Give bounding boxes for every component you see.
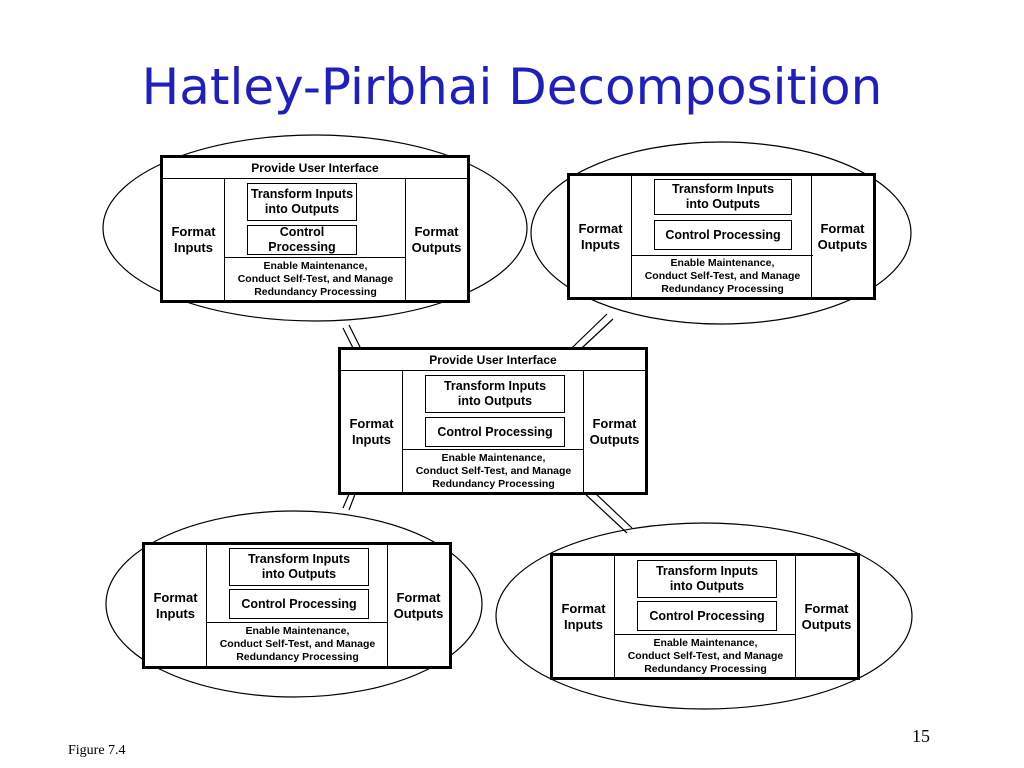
slide-title: Hatley-Pirbhai Decomposition bbox=[141, 58, 883, 116]
transform-box: Transform Inputs into Outputs bbox=[247, 183, 357, 221]
format-outputs-label: Format Outputs bbox=[817, 220, 868, 252]
transform-box: Transform Inputs into Outputs bbox=[229, 548, 369, 586]
architecture-template-bottom-right: Format Inputs Format Outputs Transform I… bbox=[550, 553, 860, 680]
template-header: Provide User Interface bbox=[341, 350, 645, 371]
maintenance-block: Enable Maintenance, Conduct Self-Test, a… bbox=[207, 622, 388, 666]
format-outputs-label: Format Outputs bbox=[801, 600, 852, 632]
format-outputs-block: Format Outputs bbox=[795, 556, 857, 677]
ellipse-bottom-right bbox=[495, 522, 913, 710]
format-inputs-label: Format Inputs bbox=[561, 600, 606, 632]
template-header: Provide User Interface bbox=[163, 158, 467, 179]
format-inputs-label: Format Inputs bbox=[578, 220, 623, 252]
figure-label: Figure 7.4 bbox=[68, 743, 126, 758]
format-outputs-label: Format Outputs bbox=[411, 223, 462, 255]
format-inputs-block: Format Inputs bbox=[570, 176, 632, 297]
format-outputs-block: Format Outputs bbox=[405, 179, 467, 300]
architecture-template-center: Provide User Interface Format Inputs For… bbox=[338, 347, 648, 495]
format-outputs-block: Format Outputs bbox=[583, 371, 645, 492]
page-number: 15 bbox=[912, 726, 930, 746]
format-inputs-label: Format Inputs bbox=[171, 223, 216, 255]
control-processing-box: Control Processing bbox=[425, 417, 565, 447]
control-processing-box: Control Processing bbox=[637, 601, 777, 631]
maintenance-block: Enable Maintenance, Conduct Self-Test, a… bbox=[403, 449, 584, 492]
format-inputs-label: Format Inputs bbox=[153, 589, 198, 621]
format-inputs-label: Format Inputs bbox=[349, 415, 394, 447]
architecture-template-bottom-left: Format Inputs Format Outputs Transform I… bbox=[142, 542, 452, 669]
format-inputs-block: Format Inputs bbox=[553, 556, 615, 677]
ellipse-top-left bbox=[102, 134, 528, 322]
format-inputs-block: Format Inputs bbox=[341, 371, 403, 492]
ellipse-top-right bbox=[530, 141, 912, 325]
transform-box: Transform Inputs into Outputs bbox=[637, 560, 777, 598]
architecture-template-top-left: Provide User Interface Format Inputs For… bbox=[160, 155, 470, 303]
control-processing-box: Control Processing bbox=[654, 220, 792, 250]
maintenance-block: Enable Maintenance, Conduct Self-Test, a… bbox=[225, 257, 406, 300]
format-outputs-label: Format Outputs bbox=[393, 589, 444, 621]
ellipse-bottom-left bbox=[105, 510, 483, 698]
architecture-template-top-right: Format Inputs Format Outputs Transform I… bbox=[567, 173, 876, 300]
format-outputs-block: Format Outputs bbox=[387, 545, 449, 666]
format-outputs-label: Format Outputs bbox=[589, 415, 640, 447]
format-outputs-block: Format Outputs bbox=[811, 176, 873, 297]
transform-box: Transform Inputs into Outputs bbox=[654, 179, 792, 215]
format-inputs-block: Format Inputs bbox=[145, 545, 207, 666]
format-inputs-block: Format Inputs bbox=[163, 179, 225, 300]
maintenance-block: Enable Maintenance, Conduct Self-Test, a… bbox=[632, 255, 813, 297]
maintenance-block: Enable Maintenance, Conduct Self-Test, a… bbox=[615, 634, 796, 677]
control-processing-box: Control Processing bbox=[229, 589, 369, 619]
control-processing-box: Control Processing bbox=[247, 225, 357, 255]
transform-box: Transform Inputs into Outputs bbox=[425, 375, 565, 413]
